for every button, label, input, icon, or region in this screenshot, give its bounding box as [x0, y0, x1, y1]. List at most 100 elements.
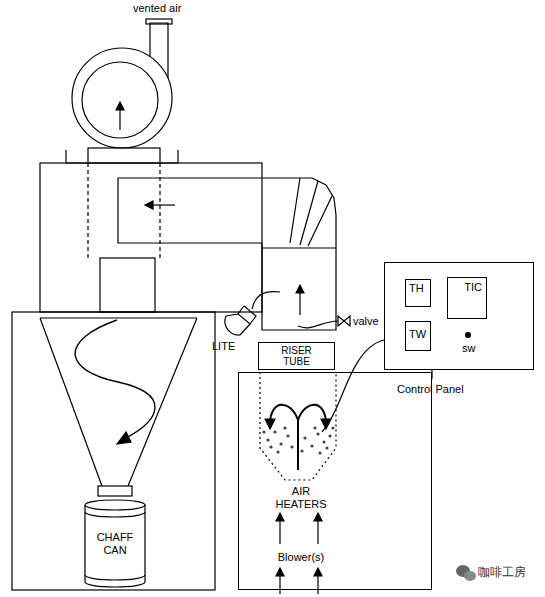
cyclone-top [100, 258, 155, 312]
chaff-can-outline [85, 500, 145, 587]
lite-lamp [238, 306, 256, 324]
chaff-can-outline [85, 505, 145, 582]
bean-bed [325, 446, 328, 449]
roaster-housing: AIR HEATERS Blower(s) [238, 372, 432, 590]
lite-lamp [252, 292, 280, 309]
cyclone-top [118, 178, 262, 243]
exhaust-duct [296, 285, 304, 293]
airflow-arrows [314, 513, 322, 521]
exhaust-fan [116, 102, 124, 110]
bean-bed [331, 426, 334, 429]
panel-wiring [322, 340, 384, 432]
airflow-arrows [279, 520, 280, 544]
bean-bed [283, 426, 286, 429]
chaff-can-outline [85, 500, 145, 510]
gauge-box: TH [405, 279, 431, 307]
exhaust-fan [66, 150, 178, 163]
watermark: 咖啡工房 [478, 566, 526, 580]
bean-bed [265, 419, 275, 429]
airflow-arrows [317, 575, 318, 594]
airflow-arrows [317, 520, 318, 544]
bean-bed [276, 450, 279, 453]
exhaust-duct [262, 178, 336, 330]
bean-bed [260, 372, 336, 480]
bean-bed [321, 419, 331, 429]
valve-symbol [298, 316, 350, 328]
part-label: RISER TUBE [281, 345, 312, 367]
bean-bed [300, 449, 303, 452]
cyclone-cone [117, 432, 131, 444]
bean-bed [269, 445, 272, 448]
exhaust-fan [66, 19, 178, 163]
cyclone-cone [40, 318, 197, 486]
bean-bed [318, 451, 321, 454]
valve-symbol [298, 321, 338, 328]
controller-label: TIC [464, 281, 482, 294]
exhaust-duct [262, 178, 336, 330]
bean-bed [290, 445, 293, 448]
part-label: valve [353, 315, 379, 328]
cyclone-cone [12, 312, 215, 590]
exhaust-fan [146, 19, 172, 24]
riser-tube-box: RISER TUBE [258, 342, 335, 370]
bean-bed [270, 405, 326, 470]
cyclone-cone [98, 486, 132, 496]
bean-bed [316, 432, 319, 435]
airflow-arrows [314, 568, 322, 576]
part-label: AIR HEATERS [275, 485, 326, 510]
bean-bed [260, 372, 336, 480]
exhaust-duct [299, 292, 300, 315]
panel-wiring [466, 333, 471, 338]
watermark-icon [464, 571, 476, 581]
cyclone-top [40, 163, 262, 312]
bean-bed [328, 434, 331, 437]
bean-bed [310, 444, 313, 447]
watermark-icon [456, 565, 476, 581]
exhaust-duct [262, 247, 336, 248]
exhaust-fan [88, 148, 160, 163]
cyclone-top [40, 163, 262, 312]
gauge-label: TH [409, 282, 424, 295]
chaff-can-outline [85, 582, 145, 587]
gauge-box: TW [405, 321, 431, 351]
chaff-can-outline [85, 575, 145, 580]
exhaust-fan [119, 108, 120, 130]
control-panel: Control PanelTHTICTW [384, 262, 534, 370]
bean-bed [303, 436, 306, 439]
controller-box: TIC [447, 277, 487, 319]
bean-bed [322, 440, 325, 443]
exhaust-fan [82, 62, 158, 138]
outlet-label: vented air [133, 2, 181, 15]
bean-bed [286, 434, 289, 437]
part-label: Blower(s) [278, 551, 324, 564]
chaff-can: CHAFF CAN [85, 502, 145, 586]
cyclone-top [145, 201, 153, 209]
bean-bed [266, 438, 269, 441]
valve-symbol [344, 316, 350, 326]
bean-bed [273, 430, 276, 433]
switch-label: sw [462, 342, 475, 355]
exhaust-fan [150, 23, 168, 78]
airflow-arrows [276, 568, 284, 576]
part-label: CHAFF CAN [97, 531, 134, 556]
bean-bed [262, 430, 265, 433]
panel-label: Control Panel [397, 383, 464, 396]
bean-bed [313, 426, 316, 429]
airflow-arrows [279, 575, 280, 594]
airflow-arrows [276, 513, 284, 521]
chaff-can-outline [85, 512, 145, 517]
gauge-label: TW [409, 328, 426, 341]
exhaust-fan [72, 48, 172, 148]
cyclone-top [88, 163, 160, 258]
bean-bed [279, 442, 282, 445]
part-label: LITE [212, 340, 235, 353]
exhaust-duct [290, 178, 332, 246]
panel-wiring [322, 333, 471, 433]
cyclone-top [152, 204, 175, 205]
lite-lamp [225, 314, 250, 335]
cyclone-cone [75, 320, 155, 438]
cyclone-cone [12, 312, 215, 590]
lite-lamp [225, 292, 280, 335]
